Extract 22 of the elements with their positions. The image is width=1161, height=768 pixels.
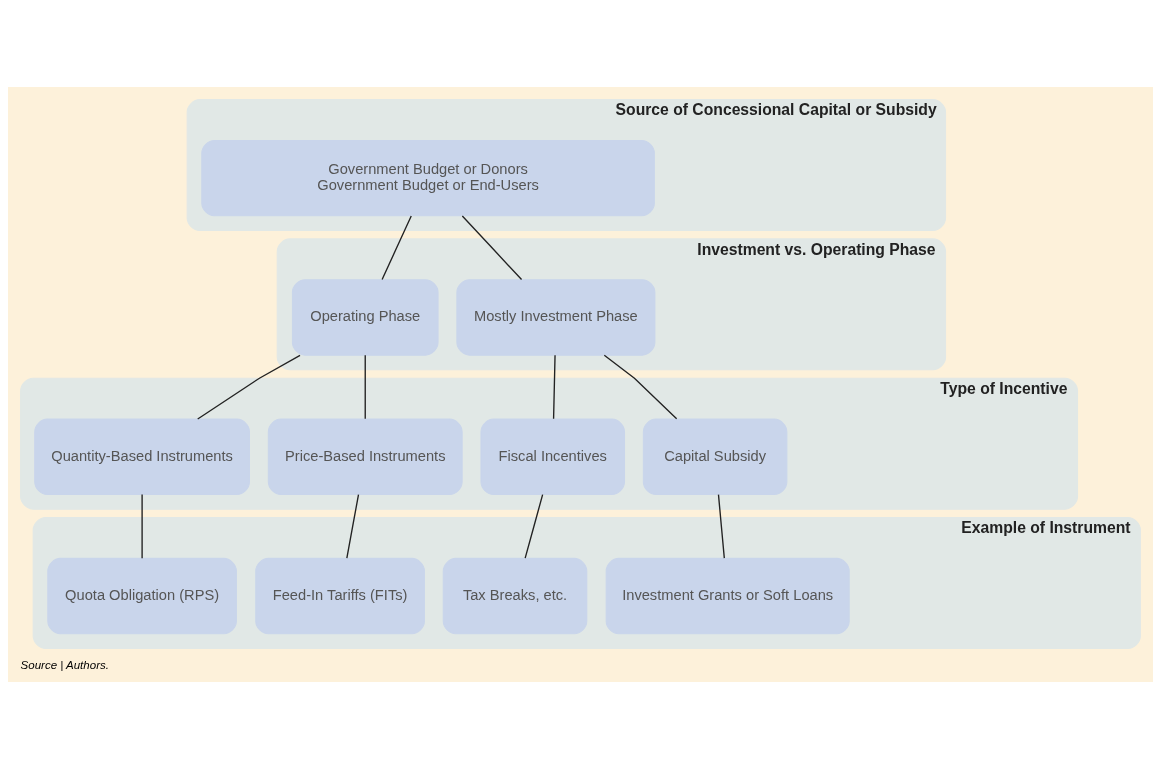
connector: [552, 354, 556, 420]
node-box: Capital Subsidy: [642, 418, 788, 495]
connector: [141, 493, 143, 559]
connector: [717, 493, 725, 559]
connector: [603, 354, 678, 419]
node-box: Fiscal Incentives: [480, 418, 626, 495]
connector: [346, 493, 360, 559]
node-box: Government Budget or Donors Government Budget or End-Users: [201, 139, 655, 216]
node-box: Operating Phase: [291, 278, 439, 356]
node-box: Price-Based Instruments: [267, 418, 463, 495]
connector: [461, 214, 523, 280]
connector: [381, 214, 412, 280]
node-box: Mostly Investment Phase: [456, 278, 656, 356]
node-box: Feed-In Tariffs (FITs): [255, 557, 425, 634]
connector: [524, 493, 544, 559]
node-box: Investment Grants or Soft Loans: [605, 557, 850, 634]
node-box: Quantity-Based Instruments: [34, 418, 250, 495]
node-box: Quota Obligation (RPS): [47, 557, 237, 634]
node-box: Tax Breaks, etc.: [442, 557, 588, 634]
caption: Source | Authors.: [20, 658, 109, 671]
connector: [364, 354, 366, 420]
connector: [197, 354, 301, 420]
